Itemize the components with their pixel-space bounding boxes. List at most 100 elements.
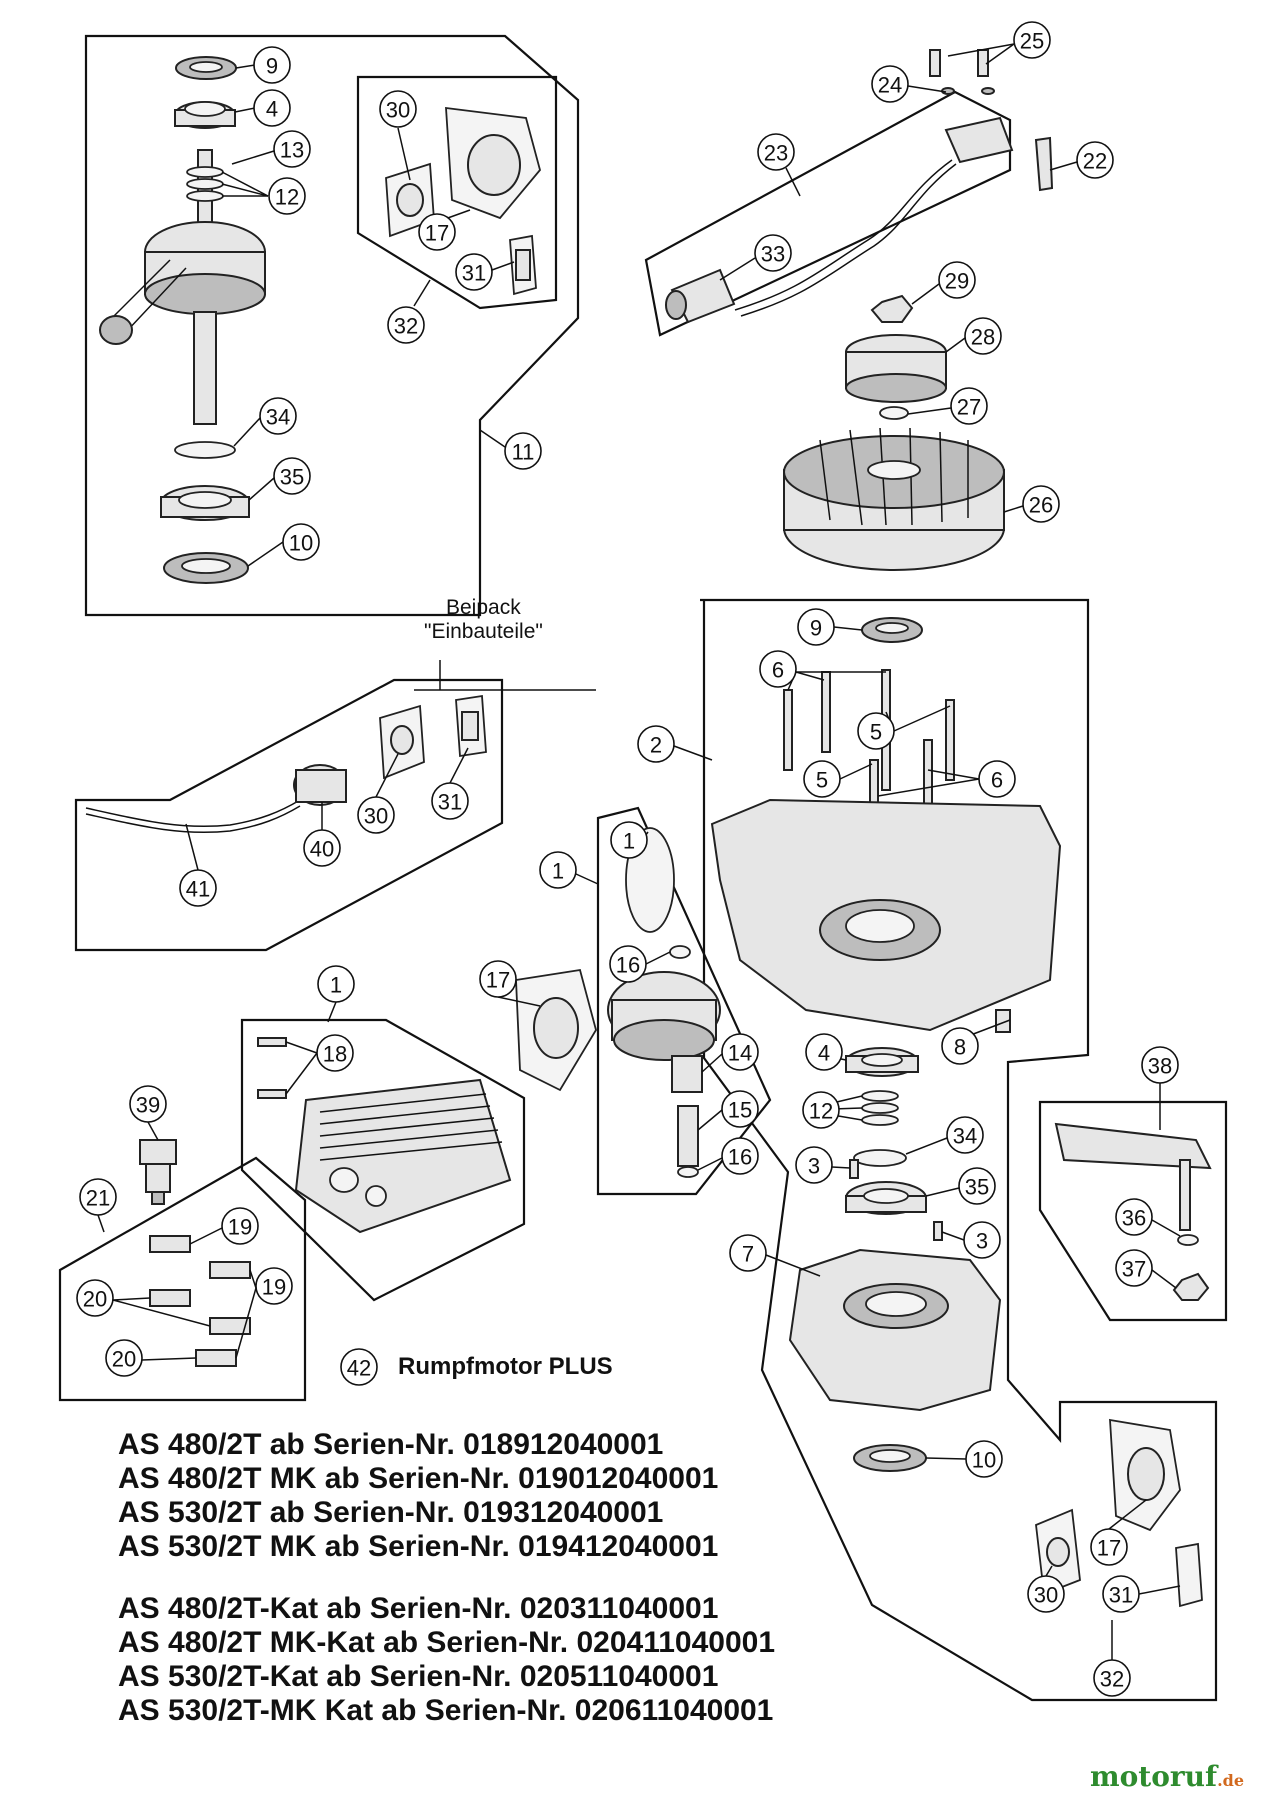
callout-10: 10 [965,1440,1003,1478]
callout-circle [802,1091,840,1129]
crankshaft-group-boundary [84,34,580,617]
gasket-group-boundary-top [356,75,558,310]
watermark-suffix: .de [1217,1771,1244,1790]
callout-circle [316,1034,354,1072]
callout-circle [1141,1046,1179,1084]
callout-number: 9 [810,616,822,641]
callout-number: 31 [1109,1583,1133,1608]
callout-number: 9 [266,54,278,79]
callout-12: 12 [268,177,306,215]
callout-30: 30 [379,90,417,128]
sparkplug-illustration [139,1139,177,1205]
callout-27: 27 [950,387,988,425]
callout-34: 34 [259,397,297,435]
callout-circle [273,457,311,495]
callout-number: 20 [112,1347,136,1372]
callout-circle [387,306,425,344]
callout-circle [255,1267,293,1305]
callout-circle [871,65,909,103]
callout-12: 12 [802,1091,840,1129]
callout-circle [1115,1198,1153,1236]
callout-number: 28 [971,325,995,350]
callout-24: 24 [871,65,909,103]
callout-number: 18 [323,1042,347,1067]
callout-number: 4 [818,1041,830,1066]
callout-19: 19 [221,1207,259,1245]
callout-28: 28 [964,317,1002,355]
callout-number: 26 [1029,493,1053,518]
callout-number: 12 [275,185,299,210]
callout-number: 5 [816,768,828,793]
callout-number: 16 [728,1145,752,1170]
callout-number: 19 [262,1275,286,1300]
callout-number: 17 [486,968,510,993]
callout-number: 31 [462,261,486,286]
rumpfmotor-label: Rumpfmotor PLUS [398,1353,613,1380]
callout-19: 19 [255,1267,293,1305]
callout-17: 17 [479,960,517,998]
einbauteile-label: "Einbauteile" [424,620,543,643]
callout-5: 5 [803,760,841,798]
callout-number: 35 [965,1175,989,1200]
flywheel-illustration [783,294,1005,571]
callout-circle [179,869,217,907]
callout-circle [357,796,395,834]
callout-circle [754,234,792,272]
throttle-lever-illustration [1054,1122,1212,1301]
callout-circle [539,851,577,889]
callout-2: 2 [637,725,675,763]
throttle-group-boundary [1038,1100,1228,1322]
callout-33: 33 [754,234,792,272]
callout-6: 6 [759,650,797,688]
callout-circle [721,1137,759,1175]
callout-number: 29 [945,269,969,294]
callout-number: 21 [86,1186,110,1211]
callout-15: 15 [721,1090,759,1128]
callout-circle [964,317,1002,355]
callout-circle [938,261,976,299]
callout-1: 1 [539,851,577,889]
callout-circle [379,90,417,128]
callout-circle [259,397,297,435]
callout-22: 22 [1076,141,1114,179]
callout-number: 6 [991,768,1003,793]
callout-6: 6 [978,760,1016,798]
callout-42: 42 [340,1348,378,1386]
watermark-logo: motoruf.de [1090,1760,1244,1793]
callout-23: 23 [757,133,795,171]
callout-number: 15 [728,1098,752,1123]
callout-circle [303,829,341,867]
callout-number: 25 [1020,29,1044,54]
callout-31: 31 [455,253,493,291]
callout-18: 18 [316,1034,354,1072]
callout-circle [431,782,469,820]
callout-number: 8 [954,1035,966,1060]
cylinder-illustration [257,968,597,1234]
callout-29: 29 [938,261,976,299]
callout-13: 13 [273,130,311,168]
callout-4: 4 [805,1033,843,1071]
callout-circle [803,760,841,798]
callout-number: 3 [808,1154,820,1179]
callout-circle [963,1221,1001,1259]
callout-number: 30 [386,98,410,123]
callout-number: 34 [266,405,290,430]
callout-21: 21 [79,1178,117,1216]
callout-circle [795,1146,833,1184]
callout-circle [721,1090,759,1128]
sparkplug-group-boundary [58,1156,307,1402]
beipack-label: Beipack [446,596,521,619]
head-bolts-illustration [149,1235,251,1367]
callout-number: 20 [83,1287,107,1312]
callout-37: 37 [1115,1249,1153,1287]
callout-circle [1076,141,1114,179]
callout-circle [282,523,320,561]
callout-number: 3 [976,1229,988,1254]
callout-3: 3 [963,1221,1001,1259]
callout-number: 41 [186,877,210,902]
callout-number: 34 [953,1124,977,1149]
callout-circle [729,1234,767,1272]
serial-list: AS 480/2T ab Serien-Nr. 018912040001 AS … [118,1428,775,1727]
callout-number: 1 [552,859,564,884]
